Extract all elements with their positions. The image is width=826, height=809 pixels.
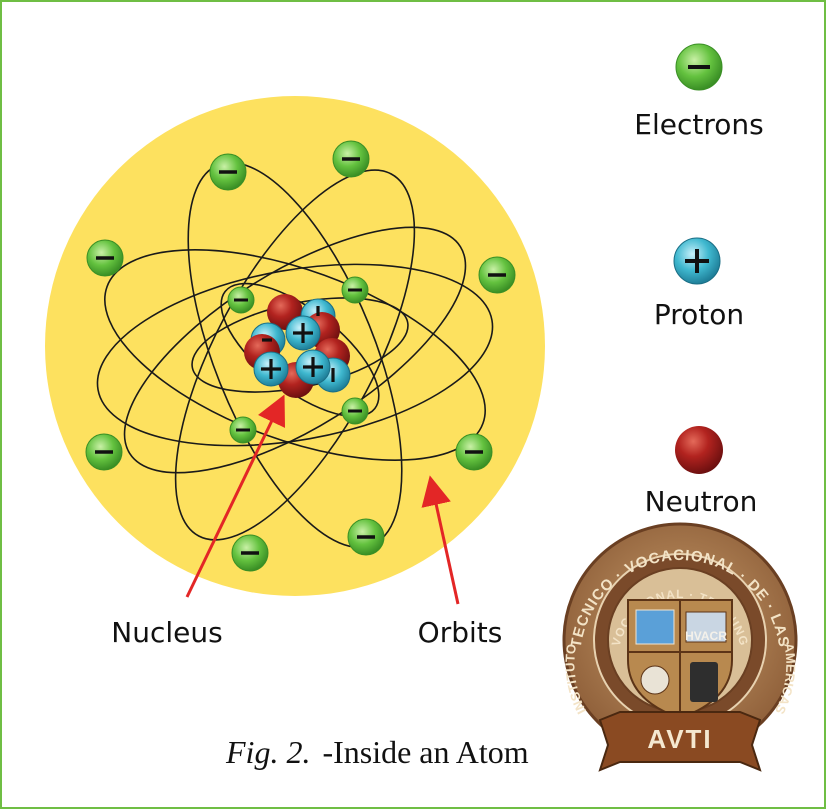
orbits-label: Orbits [418, 616, 503, 649]
seal-unit-icon [690, 662, 718, 702]
seal-banner-text: AVTI [647, 724, 712, 754]
nucleus [244, 294, 351, 398]
legend-neutron-icon [675, 426, 723, 474]
electron-particle [478, 256, 516, 294]
nucleus-label: Nucleus [111, 616, 222, 649]
legend-proton-label: Proton [654, 298, 744, 331]
electron-particle [332, 140, 370, 178]
electron-particle [341, 397, 369, 425]
caption-text: -Inside an Atom [322, 734, 528, 770]
legend-neutron-label: Neutron [645, 485, 758, 518]
electrons [85, 140, 516, 572]
seal-banner [598, 711, 762, 772]
electron-particle [85, 433, 123, 471]
electron-particle [209, 153, 247, 191]
seal-shield-text: HVACR [685, 629, 727, 643]
electron-particle [227, 286, 255, 314]
orbits-arrow [421, 475, 460, 605]
seal-book-icon [635, 609, 675, 645]
legend-proton-icon [673, 237, 721, 285]
caption-fig-number: Fig. 2. [225, 734, 310, 770]
figure-caption: Fig. 2. -Inside an Atom [225, 734, 529, 770]
orbit-1 [96, 263, 494, 447]
nucleus-arrow [185, 394, 286, 598]
electron-particle [229, 416, 257, 444]
legend-electrons-label: Electrons [634, 108, 763, 141]
electron-particle [347, 518, 385, 556]
seal-gauge-icon [640, 665, 670, 695]
legend-electron-icon [675, 43, 723, 91]
avti-seal-logo: TECNICO · VOCACIONAL · DE · LAS VOCATION… [562, 522, 798, 772]
electron-particle [455, 433, 493, 471]
electron-particle [231, 534, 269, 572]
electron-particle [86, 239, 124, 277]
legend: Electrons Proton Neutron [634, 43, 764, 518]
electron-particle [341, 276, 369, 304]
orbit-3 [174, 169, 416, 541]
